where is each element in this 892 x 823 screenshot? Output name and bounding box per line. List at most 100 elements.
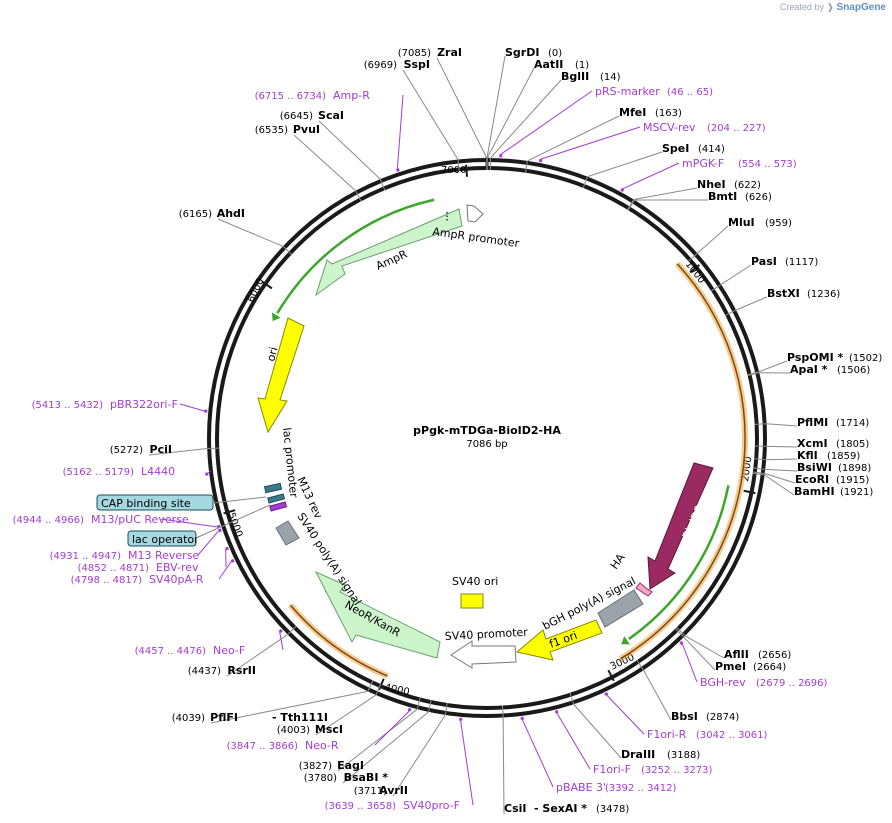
callout-lac-operator[interactable]: lac operator bbox=[127, 504, 271, 547]
restriction-site[interactable]: ScaI(6645) bbox=[280, 109, 344, 122]
restriction-site[interactable]: BmtI(626) bbox=[708, 190, 772, 203]
restriction-site[interactable]: SgrDI(0) bbox=[505, 46, 562, 59]
restriction-site[interactable]: EagI(3827) bbox=[299, 759, 364, 772]
restriction-site[interactable]: - SexAI *(3478) bbox=[534, 802, 629, 815]
feature-bgh-polya[interactable] bbox=[597, 589, 644, 628]
feature-lac-promoter-block[interactable] bbox=[263, 482, 283, 494]
restriction-site[interactable]: PasI(1117) bbox=[751, 255, 818, 268]
primer-leader bbox=[160, 518, 218, 528]
site-position: (1921) bbox=[840, 487, 873, 498]
label-sv40-ori: SV40 ori bbox=[452, 575, 498, 588]
site-position: (1898) bbox=[838, 463, 871, 474]
site-leader bbox=[486, 67, 535, 159]
primer[interactable]: MSCV-rev(204 .. 227) bbox=[643, 121, 766, 134]
site-position: (1859) bbox=[827, 451, 860, 462]
feature-sv40-promoter[interactable] bbox=[450, 640, 517, 669]
site-tick bbox=[582, 176, 588, 189]
restriction-site[interactable]: BamHI(1921) bbox=[794, 485, 873, 498]
restriction-site[interactable]: RsrII(4437) bbox=[188, 664, 256, 677]
restriction-site[interactable]: - Tth111I bbox=[272, 711, 328, 724]
primer[interactable]: BGH-rev(2679 .. 2696) bbox=[700, 676, 828, 689]
restriction-site[interactable]: AflII(2656) bbox=[724, 648, 791, 661]
restriction-site[interactable]: BbsI(2874) bbox=[671, 710, 739, 723]
site-tick bbox=[688, 252, 698, 262]
restriction-site[interactable]: PmeI(2664) bbox=[715, 660, 786, 673]
site-leader bbox=[766, 458, 798, 461]
feature-ha[interactable] bbox=[635, 582, 653, 597]
restriction-site[interactable]: PciI(5272) bbox=[110, 443, 172, 456]
restriction-site[interactable]: SpeI(414) bbox=[662, 142, 725, 155]
restriction-site[interactable]: MfeI(163) bbox=[619, 106, 682, 119]
restriction-site[interactable]: MluI(959) bbox=[728, 216, 792, 229]
site-name: MluI bbox=[728, 216, 755, 229]
primer[interactable]: pBABE 3'(3392 .. 3412) bbox=[556, 781, 677, 794]
restriction-site[interactable]: AatII(1) bbox=[534, 58, 589, 71]
primer-range: (3042 .. 3061) bbox=[696, 730, 768, 741]
restriction-site[interactable]: AvrII(3711) bbox=[354, 784, 408, 797]
feature-sv40-polya[interactable] bbox=[275, 520, 300, 546]
feature-ori[interactable] bbox=[257, 317, 305, 434]
primer[interactable]: mPGK-F(554 .. 573) bbox=[682, 157, 797, 170]
restriction-site[interactable]: CsiI bbox=[504, 802, 526, 815]
restriction-site[interactable]: PflMI(1714) bbox=[797, 416, 869, 429]
restriction-site[interactable]: BstXI(1236) bbox=[767, 287, 840, 300]
callout-cap-binding-site[interactable]: CAP binding site bbox=[96, 494, 267, 511]
site-leader bbox=[766, 423, 798, 427]
primer-name: L4440 bbox=[141, 465, 175, 478]
restriction-site[interactable]: BsiWI(1898) bbox=[797, 461, 871, 474]
primer[interactable]: L4440(5162 .. 5179) bbox=[63, 465, 176, 478]
restriction-site[interactable]: PvuI(6535) bbox=[255, 123, 320, 136]
site-tick bbox=[627, 199, 635, 211]
feature-ampr-promoter[interactable] bbox=[466, 204, 484, 223]
feature-sv40-ori[interactable] bbox=[460, 593, 484, 609]
restriction-site[interactable]: PspOMI *(1502) bbox=[787, 351, 882, 364]
primer-name: F1ori-F bbox=[593, 763, 631, 776]
restriction-site[interactable]: PflFI(4039) bbox=[172, 711, 238, 724]
restriction-site[interactable]: KflI (1859) bbox=[797, 449, 860, 462]
primer[interactable]: Neo-F(4457 .. 4476) bbox=[135, 644, 246, 657]
site-position: (1117) bbox=[785, 257, 818, 268]
restriction-site[interactable]: DraIII(3188) bbox=[621, 748, 700, 761]
restriction-site[interactable]: AhdI(6165) bbox=[179, 207, 245, 220]
feature-f1-ori[interactable] bbox=[515, 619, 603, 661]
feature-bioid2[interactable] bbox=[647, 462, 714, 590]
restriction-site[interactable]: BglII(14) bbox=[561, 70, 621, 83]
feature-lac-operator-block[interactable] bbox=[267, 493, 286, 504]
site-position: (6969) bbox=[364, 60, 397, 71]
primer-range: (4944 .. 4966) bbox=[13, 515, 85, 526]
site-name: SspI bbox=[404, 58, 430, 71]
primer[interactable]: pBR322ori-F(5413 .. 5432) bbox=[32, 398, 178, 411]
primer-leader bbox=[540, 126, 641, 160]
primer[interactable]: Neo-R(3847 .. 3866) bbox=[227, 739, 339, 752]
restriction-site[interactable]: ApaI *(1506) bbox=[790, 363, 870, 376]
restriction-site[interactable]: MscI(4003) bbox=[277, 723, 343, 736]
primer[interactable]: pRS-marker(46 .. 65) bbox=[595, 85, 713, 98]
primer[interactable]: M13/pUC Reverse(4944 .. 4966) bbox=[13, 513, 189, 526]
primer[interactable]: SV40pro-F(3639 .. 3658) bbox=[325, 799, 460, 812]
primer[interactable]: M13 Reverse(4931 .. 4947) bbox=[50, 549, 200, 562]
restriction-site[interactable]: XcmI(1805) bbox=[797, 437, 869, 450]
restriction-site[interactable]: SspI (6969) bbox=[364, 58, 430, 71]
primer-name: Amp-R bbox=[333, 89, 370, 102]
restriction-site[interactable]: EcoRI(1915) bbox=[795, 473, 869, 486]
primer[interactable]: SV40pA-R (4798 .. 4817) bbox=[71, 573, 204, 586]
restriction-site[interactable]: ZraI(7085) bbox=[398, 46, 462, 59]
site-leader bbox=[587, 151, 663, 178]
site-leader bbox=[643, 669, 672, 721]
primer[interactable]: EBV-rev(4852 .. 4871) bbox=[78, 561, 199, 574]
primer[interactable]: F1ori-R(3042 .. 3061) bbox=[647, 728, 768, 741]
site-position: (5272) bbox=[110, 445, 143, 456]
restriction-site[interactable]: NheI(622) bbox=[697, 178, 761, 191]
feature-neor[interactable] bbox=[314, 570, 441, 659]
restriction-site[interactable]: BsaBI *(3780) bbox=[304, 771, 389, 784]
primer[interactable]: Amp-R(6715 .. 6734) bbox=[255, 89, 371, 102]
site-tick bbox=[752, 471, 765, 475]
site-name: XcmI bbox=[797, 437, 828, 450]
primer-range: (4798 .. 4817) bbox=[71, 575, 143, 586]
site-name: ScaI bbox=[318, 109, 344, 122]
site-name: KflI bbox=[797, 449, 818, 462]
feature-m13-rev[interactable] bbox=[269, 501, 288, 512]
feature-ampr[interactable] bbox=[315, 208, 463, 297]
primer-name: SV40pA-R bbox=[149, 573, 204, 586]
primer[interactable]: F1ori-F(3252 .. 3273) bbox=[593, 763, 713, 776]
